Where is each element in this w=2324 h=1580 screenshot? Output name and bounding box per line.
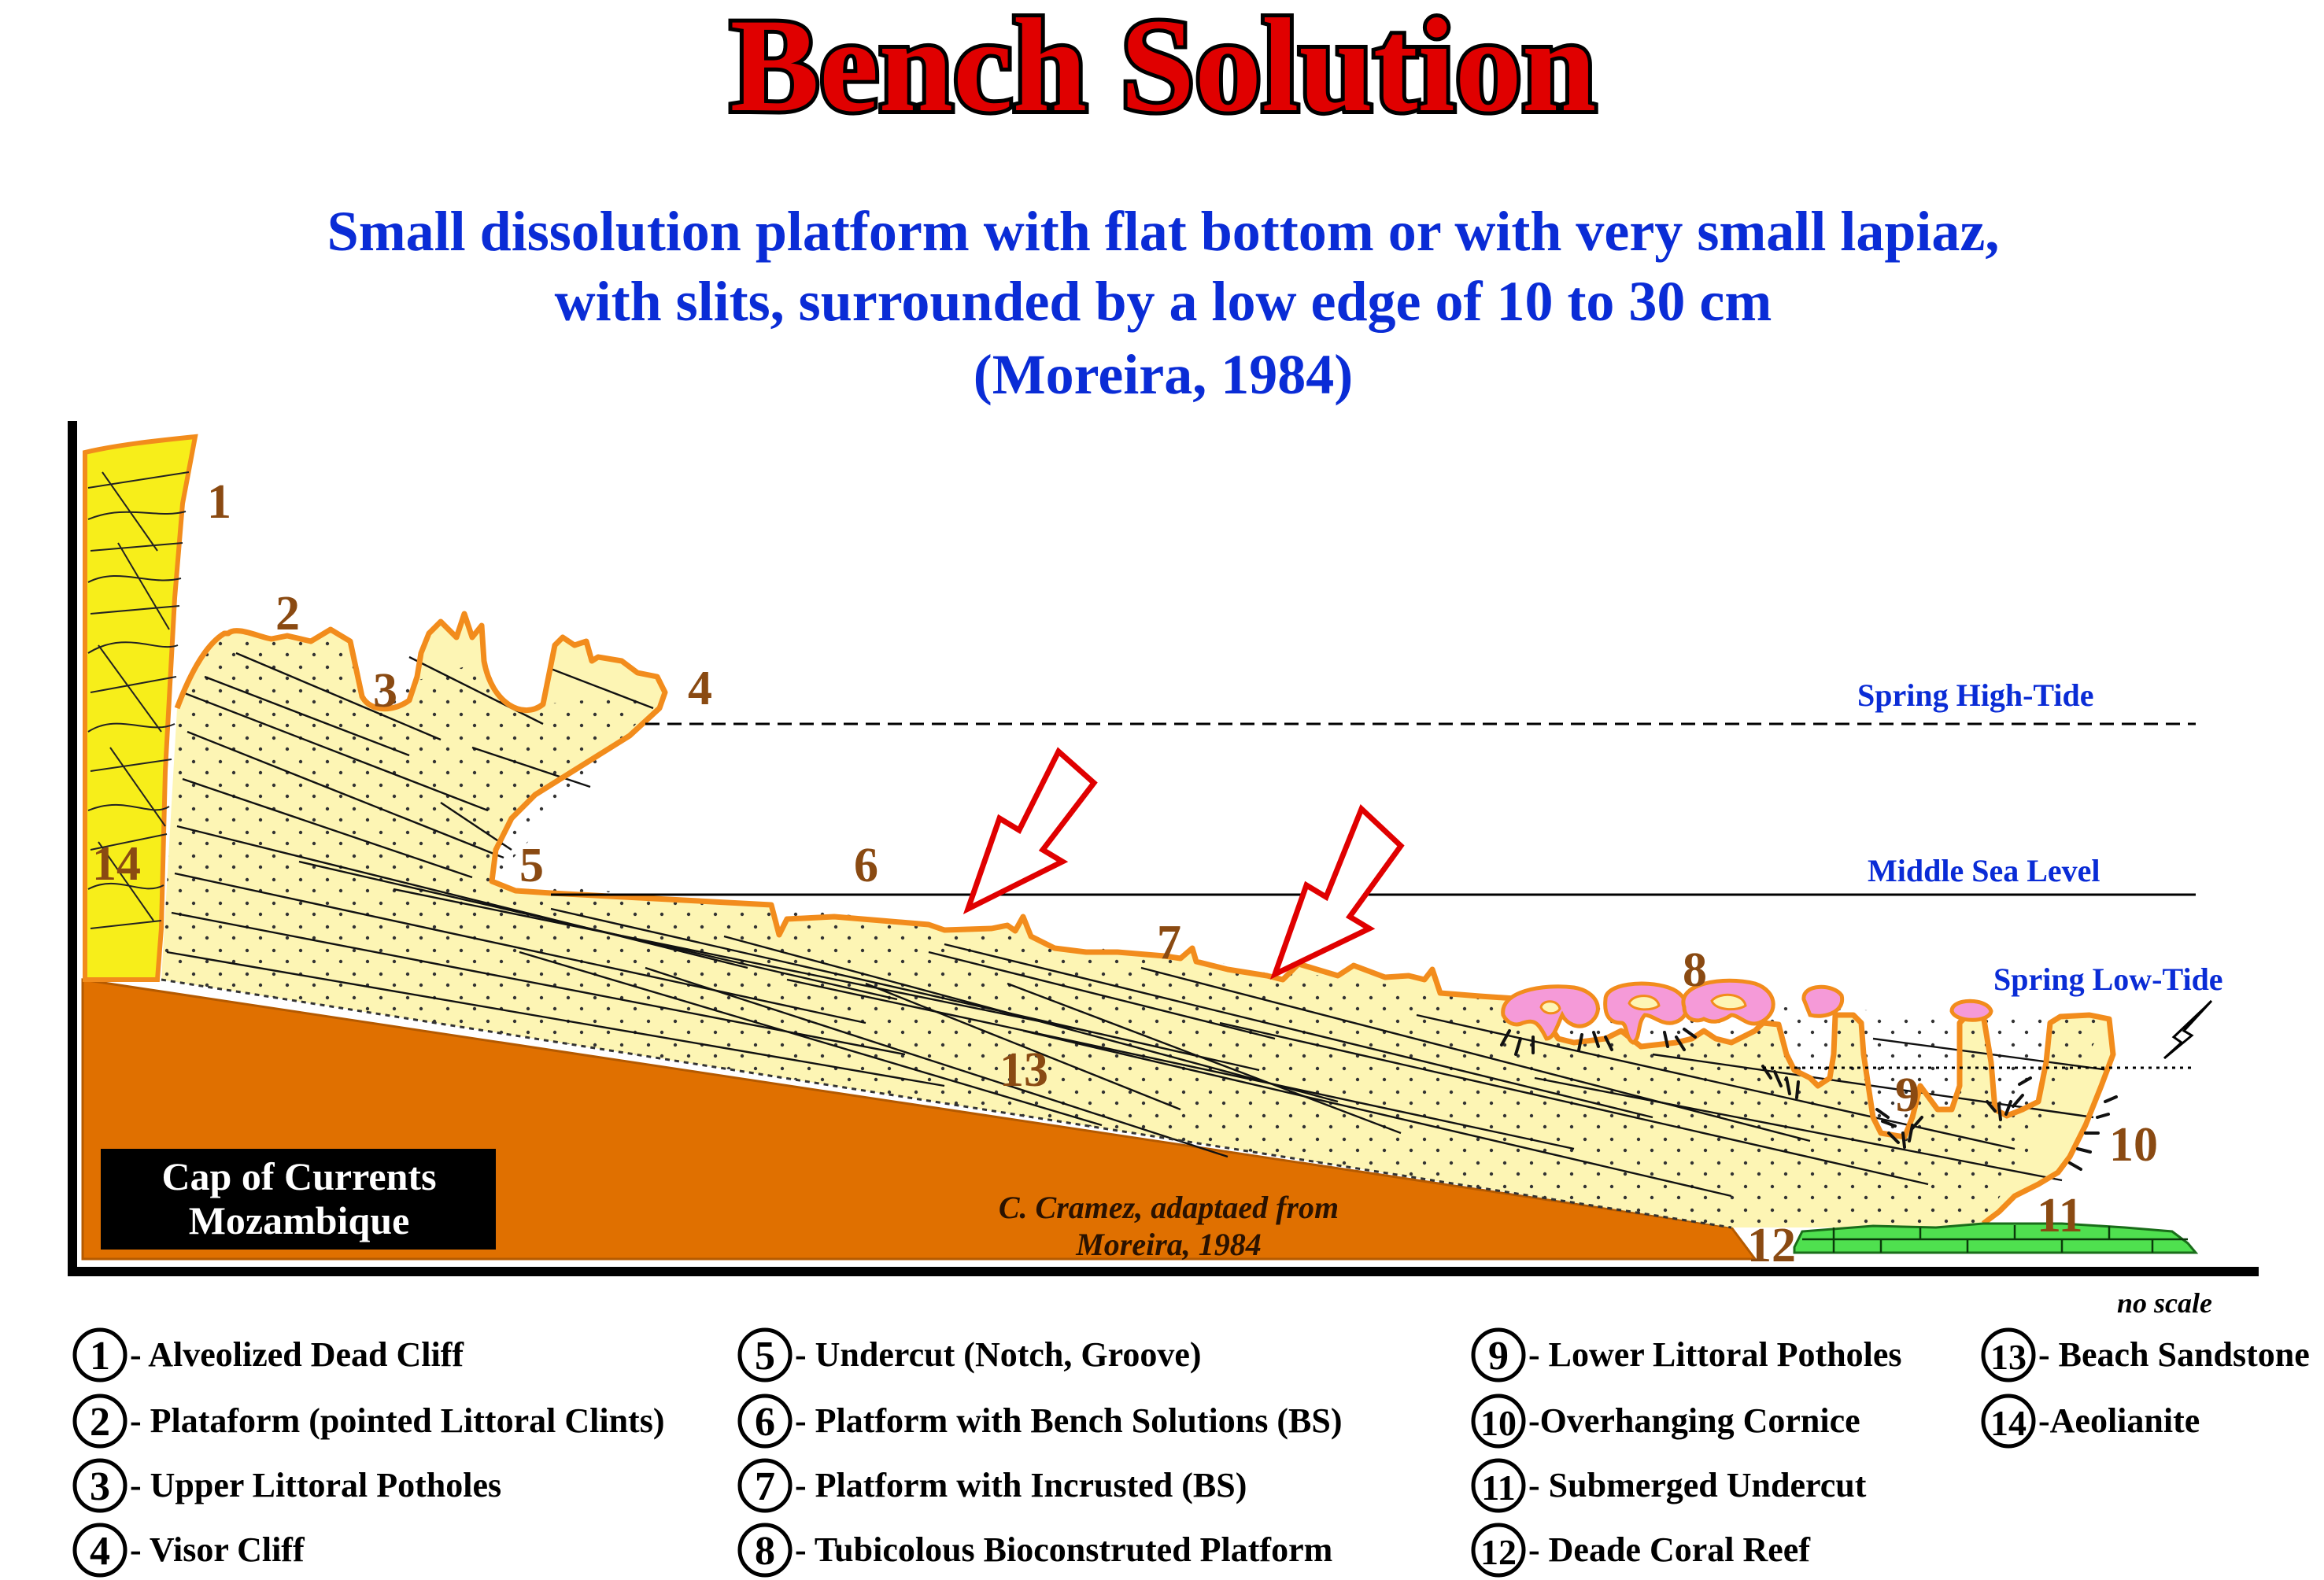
diagram-number-5: 5 bbox=[519, 839, 544, 892]
legend-text-4: - Visor Cliff bbox=[130, 1530, 305, 1569]
legend-number-1: 1 bbox=[90, 1334, 110, 1379]
spring-low-tide-arrow bbox=[2163, 999, 2213, 1060]
location-box bbox=[101, 1149, 496, 1250]
credit-line-1: C. Cramez, adaptaed from bbox=[999, 1190, 1339, 1225]
legend: 1 - Alveolized Dead Cliff 2 - Plataform (po… bbox=[72, 1327, 2310, 1578]
legend-badge-9 bbox=[1471, 1327, 1526, 1382]
legend-badge-11 bbox=[1471, 1458, 1526, 1513]
legend-number-11: 11 bbox=[1481, 1467, 1515, 1508]
legend-text-1: - Alveolized Dead Cliff bbox=[130, 1335, 464, 1374]
tubicolous-inner bbox=[1539, 993, 1747, 1015]
diagram-number-10: 10 bbox=[2109, 1118, 2158, 1172]
legend-badge-10 bbox=[1471, 1394, 1526, 1449]
legend-text-6: - Platform with Bench Solutions (BS) bbox=[795, 1401, 1342, 1440]
credit-line-2: Moreira, 1984 bbox=[1075, 1227, 1262, 1262]
legend-number-5: 5 bbox=[755, 1334, 775, 1379]
no-scale-note: no scale bbox=[2117, 1287, 2212, 1319]
legend-number-12: 12 bbox=[1480, 1532, 1517, 1572]
diagram-number-14: 14 bbox=[92, 837, 141, 891]
legend-number-10: 10 bbox=[1480, 1403, 1517, 1443]
legend-badge-3 bbox=[72, 1458, 127, 1513]
aeolianite-body bbox=[83, 434, 198, 982]
legend-text-13: - Beach Sandstone bbox=[2038, 1335, 2310, 1374]
red-arrow-right bbox=[1269, 803, 1405, 980]
aeolianite-crossbedding bbox=[87, 471, 190, 929]
legend-badge-4 bbox=[72, 1523, 127, 1578]
legend-number-9: 9 bbox=[1488, 1334, 1509, 1379]
sandstone-base-contact bbox=[161, 978, 1732, 1229]
sandstone-dot-texture bbox=[161, 633, 2109, 1227]
legend-badge-14 bbox=[1981, 1394, 2036, 1449]
diagram-number-4: 4 bbox=[688, 662, 712, 715]
diagram-number-6: 6 bbox=[854, 839, 878, 892]
subtitle-line-2: with slits, surrounded by a low edge of … bbox=[555, 270, 1772, 333]
legend-number-13: 13 bbox=[1990, 1337, 2027, 1377]
legend-number-8: 8 bbox=[755, 1529, 775, 1574]
spring-low-tide-label: Spring Low-Tide bbox=[1993, 962, 2223, 997]
legend-text-3: - Upper Littoral Potholes bbox=[130, 1466, 501, 1504]
sandstone-bedding-lines bbox=[166, 652, 2110, 1198]
legend-badge-5 bbox=[737, 1327, 793, 1382]
spring-high-tide-label: Spring High-Tide bbox=[1857, 677, 2093, 713]
legend-badge-2 bbox=[72, 1394, 127, 1449]
pothole-fringes bbox=[1500, 1028, 2118, 1171]
diagram-number-7: 7 bbox=[1157, 916, 1181, 969]
legend-number-14: 14 bbox=[1990, 1403, 2027, 1443]
legend-badge-13 bbox=[1981, 1327, 2036, 1382]
diagram-number-12: 12 bbox=[1747, 1219, 1796, 1272]
sandstone-surface-outline bbox=[174, 611, 2116, 1226]
diagram-number-1: 1 bbox=[207, 475, 231, 529]
legend-text-8: - Tubicolous Bioconstruted Platform bbox=[795, 1530, 1332, 1569]
red-arrow-left bbox=[962, 747, 1098, 914]
legend-text-2: - Plataform (pointed Littoral Clints) bbox=[130, 1401, 664, 1440]
legend-badge-12 bbox=[1471, 1523, 1526, 1578]
diagram-number-11: 11 bbox=[2037, 1189, 2083, 1242]
location-box-line-2: Mozambique bbox=[189, 1198, 410, 1242]
page-title: Bench Solution bbox=[730, 0, 1597, 139]
diagram-number-3: 3 bbox=[373, 664, 397, 718]
basement-layer bbox=[81, 978, 1757, 1261]
legend-badge-8 bbox=[737, 1523, 793, 1578]
location-box-line-1: Cap of Currents bbox=[161, 1154, 436, 1198]
reef-bricks bbox=[1802, 1225, 2188, 1253]
legend-badge-7 bbox=[737, 1458, 793, 1513]
legend-text-10: -Overhanging Cornice bbox=[1528, 1401, 1860, 1440]
legend-text-7: - Platform with Incrusted (BS) bbox=[795, 1466, 1247, 1504]
diagram-number-13: 13 bbox=[999, 1043, 1048, 1097]
legend-badge-6 bbox=[737, 1394, 793, 1449]
legend-text-9: - Lower Littoral Potholes bbox=[1528, 1335, 1902, 1374]
legend-number-6: 6 bbox=[755, 1400, 775, 1445]
legend-number-2: 2 bbox=[90, 1400, 110, 1445]
subtitle-line-3: (Moreira, 1984) bbox=[974, 343, 1353, 406]
legend-text-5: - Undercut (Notch, Groove) bbox=[795, 1335, 1202, 1374]
legend-text-11: - Submerged Undercut bbox=[1528, 1466, 1867, 1504]
dead-coral-reef bbox=[1793, 1222, 2199, 1254]
legend-number-7: 7 bbox=[755, 1464, 775, 1509]
legend-number-4: 4 bbox=[90, 1529, 110, 1574]
legend-badge-1 bbox=[72, 1327, 127, 1382]
legend-text-12: - Deade Coral Reef bbox=[1528, 1530, 1811, 1569]
subtitle-line-1: Small dissolution platform with flat bot… bbox=[327, 200, 2000, 263]
legend-text-14: -Aeolianite bbox=[2038, 1401, 2200, 1440]
diagram-number-2: 2 bbox=[275, 587, 300, 640]
diagram-number-8: 8 bbox=[1683, 943, 1707, 997]
diagram-number-9: 9 bbox=[1895, 1069, 1919, 1122]
legend-number-3: 3 bbox=[90, 1464, 110, 1509]
middle-sea-level-label: Middle Sea Level bbox=[1868, 853, 2100, 888]
